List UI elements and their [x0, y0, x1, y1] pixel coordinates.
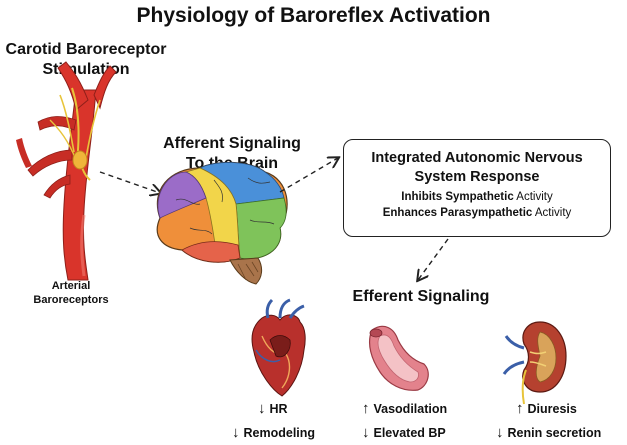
- arterial-label: Arterial Baroreceptors: [16, 279, 126, 307]
- arrow-box-to-efferent: [418, 238, 449, 280]
- up-arrow-icon: ↑: [516, 400, 524, 417]
- carotid-artery-icon: [16, 61, 117, 281]
- kidney-effect-diuresis: ↑Diuresis: [516, 401, 577, 417]
- down-arrow-icon: ↓: [496, 424, 504, 441]
- down-arrow-icon: ↓: [362, 424, 370, 441]
- integrated-effect-parasympathetic-rest: Activity: [532, 207, 572, 219]
- integrated-effect-parasympathetic: Enhances Parasympathetic Activity: [344, 205, 610, 221]
- integrated-response-box: Integrated Autonomic Nervous System Resp…: [343, 139, 611, 237]
- brain-icon: [156, 161, 288, 285]
- heart-icon: [251, 298, 306, 397]
- heart-effect-hr: ↓HR: [258, 401, 288, 417]
- kidney-effect-renin: ↓Renin secretion: [496, 425, 601, 441]
- integrated-effect-sympathetic: Inhibits Sympathetic Activity: [344, 189, 610, 205]
- vessel-effect-vasodilation: ↑Vasodilation: [362, 401, 447, 417]
- integrated-effect-sympathetic-bold: Inhibits Sympathetic: [401, 191, 514, 203]
- carotid-label-line1: Carotid Baroreceptor: [5, 41, 167, 58]
- vessel-effect-elevated-bp: ↓Elevated BP: [362, 425, 446, 441]
- kidney-effect-renin-label: Renin secretion: [507, 426, 602, 440]
- blood-vessel-icon: [368, 325, 429, 391]
- heart-effect-remodeling: ↓Remodeling: [232, 425, 315, 441]
- efferent-label: Efferent Signaling: [352, 288, 490, 305]
- page-title: Physiology of Baroreflex Activation: [136, 4, 491, 27]
- integrated-title-line2: System Response: [414, 169, 540, 185]
- integrated-effect-parasympathetic-bold: Enhances Parasympathetic: [382, 207, 533, 219]
- kidney-icon: [502, 321, 567, 405]
- arrow-brain-to-box: [279, 158, 338, 193]
- kidney-effect-diuresis-label: Diuresis: [527, 402, 577, 416]
- heart-effect-hr-label: HR: [269, 402, 288, 416]
- arterial-label-line2: Baroreceptors: [33, 294, 109, 306]
- down-arrow-icon: ↓: [258, 400, 266, 417]
- vessel-effect-vasodilation-label: Vasodilation: [373, 402, 448, 416]
- integrated-effect-sympathetic-rest: Activity: [513, 191, 553, 203]
- down-arrow-icon: ↓: [232, 424, 240, 441]
- arrow-carotid-to-brain: [99, 171, 160, 193]
- vessel-effect-elevated-bp-label: Elevated BP: [373, 426, 446, 440]
- integrated-title-line1: Integrated Autonomic Nervous: [371, 150, 583, 166]
- afferent-label-line1: Afferent Signaling: [163, 135, 301, 152]
- up-arrow-icon: ↑: [362, 400, 370, 417]
- arterial-label-line1: Arterial: [51, 280, 91, 292]
- heart-effect-remodeling-label: Remodeling: [243, 426, 316, 440]
